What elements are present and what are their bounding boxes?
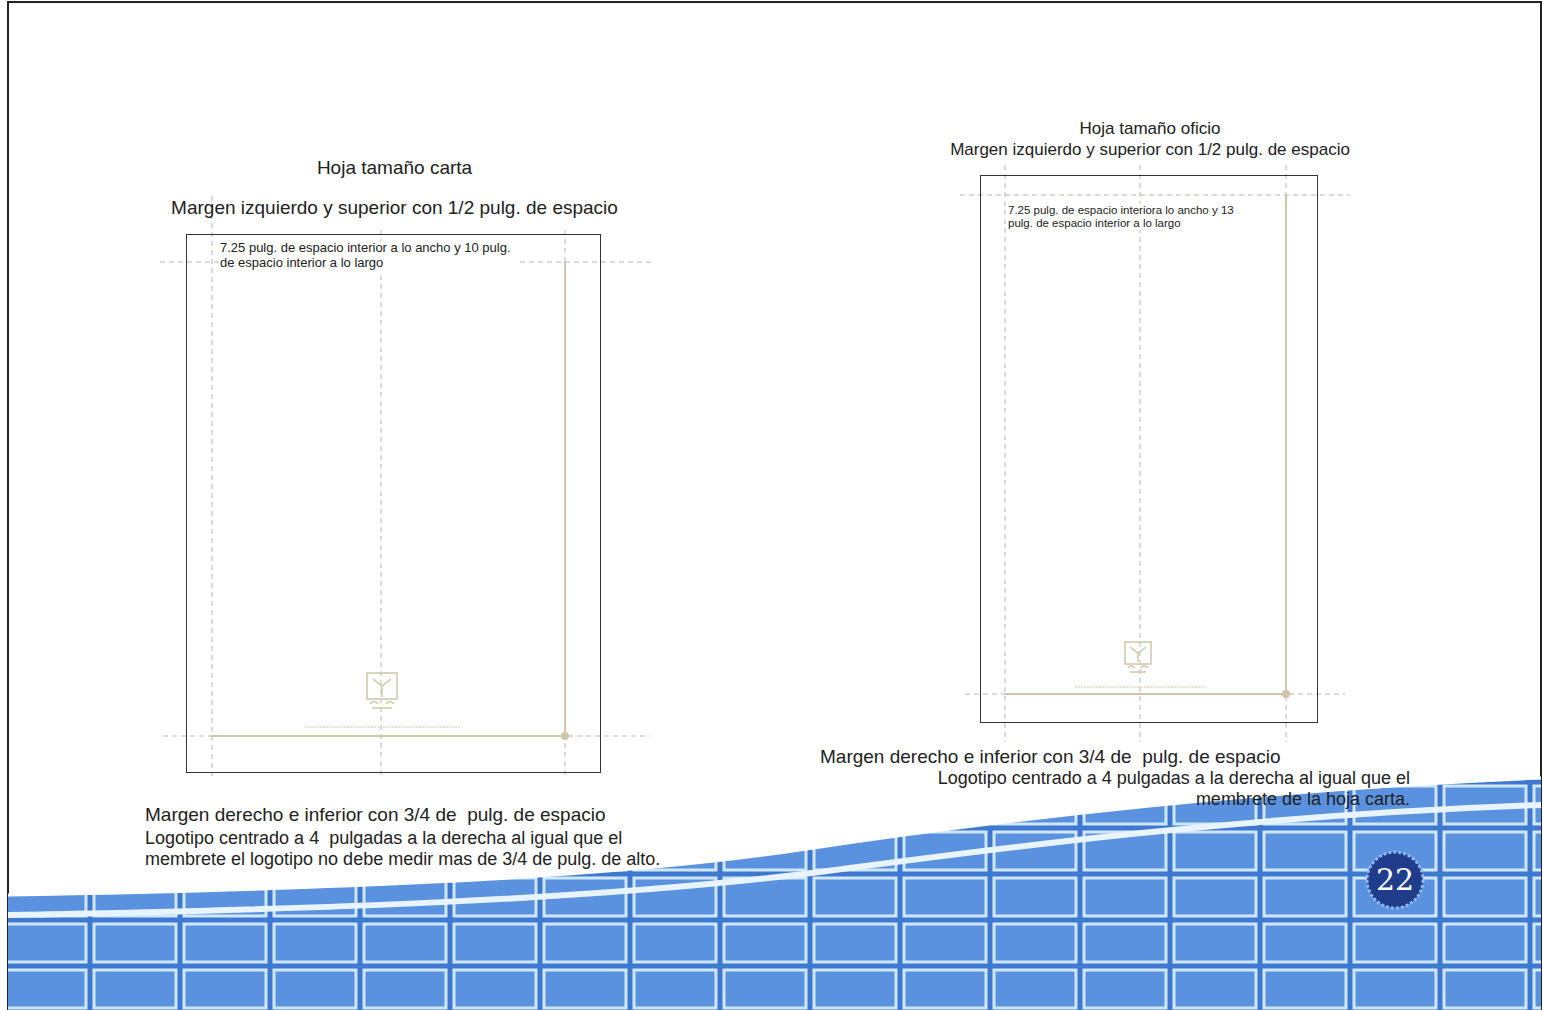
logo-note: Logotipo centrado a 4 pulgadas a la dere…: [905, 768, 1410, 809]
letter-sheet: Hoja tamaño cartaMargen izquierdo y supe…: [186, 234, 601, 773]
guide-lines: [160, 165, 1350, 776]
interior-size-note: 7.25 pulg. de espacio interior a lo anch…: [220, 241, 520, 271]
page-frame: [8, 2, 1541, 1010]
margin-note: Margen derecho e inferior con 3/4 de pul…: [145, 804, 745, 826]
tile-band: [8, 778, 1541, 1010]
sheet-title: Hoja tamaño oficio: [871, 119, 1429, 139]
margin-lines: [212, 195, 1286, 736]
sheet-title: Hoja tamaño carta: [127, 157, 662, 179]
corner-dot: [1282, 690, 1290, 698]
logo-note: Logotipo centrado a 4 pulgadas a la dere…: [145, 828, 665, 869]
band-highlight: [8, 805, 1541, 915]
margin-note: Margen izquierdo y superior con 1/2 pulg…: [127, 197, 662, 219]
margin-note: Margen derecho e inferior con 3/4 de pul…: [820, 746, 1420, 768]
margin-note: Margen izquierdo y superior con 1/2 pulg…: [871, 140, 1429, 160]
corner-dot: [561, 732, 569, 740]
page-number: 22: [1365, 862, 1425, 898]
interior-size-note: 7.25 pulg. de espacio interiora lo ancho…: [1008, 204, 1258, 230]
letter-sheet: Hoja tamaño oficioMargen izquierdo y sup…: [980, 175, 1318, 723]
logo-symbol: [305, 642, 1205, 727]
